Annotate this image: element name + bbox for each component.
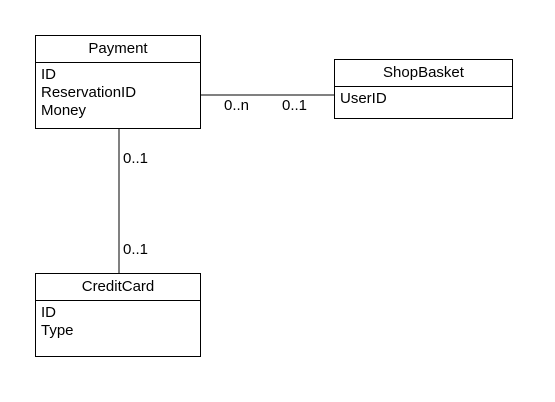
creditcard-attributes: ID Type <box>36 301 200 340</box>
payment-class-name: Payment <box>36 36 200 63</box>
shopbasket-attr-userid: UserID <box>340 90 387 107</box>
creditcard-attr-id: ID <box>41 304 56 321</box>
multiplicity-shopbasket-to-payment: 0..1 <box>282 97 308 114</box>
shopbasket-class[interactable]: ShopBasket UserID <box>334 59 513 119</box>
payment-attributes: ID ReservationID Money <box>36 63 200 120</box>
creditcard-attr-type: Type <box>41 322 74 339</box>
payment-attr-money: Money <box>41 102 87 119</box>
shopbasket-class-name: ShopBasket <box>335 60 512 87</box>
payment-attr-reservationid: ReservationID <box>41 84 137 101</box>
shopbasket-attributes: UserID <box>335 87 512 108</box>
multiplicity-creditcard-to-payment: 0..1 <box>123 241 149 258</box>
multiplicity-payment-to-creditcard: 0..1 <box>123 150 149 167</box>
creditcard-class-name: CreditCard <box>36 274 200 301</box>
payment-class[interactable]: Payment ID ReservationID Money <box>35 35 201 129</box>
multiplicity-payment-to-shopbasket: 0..n <box>224 97 250 114</box>
creditcard-class[interactable]: CreditCard ID Type <box>35 273 201 357</box>
payment-attr-id: ID <box>41 66 56 83</box>
